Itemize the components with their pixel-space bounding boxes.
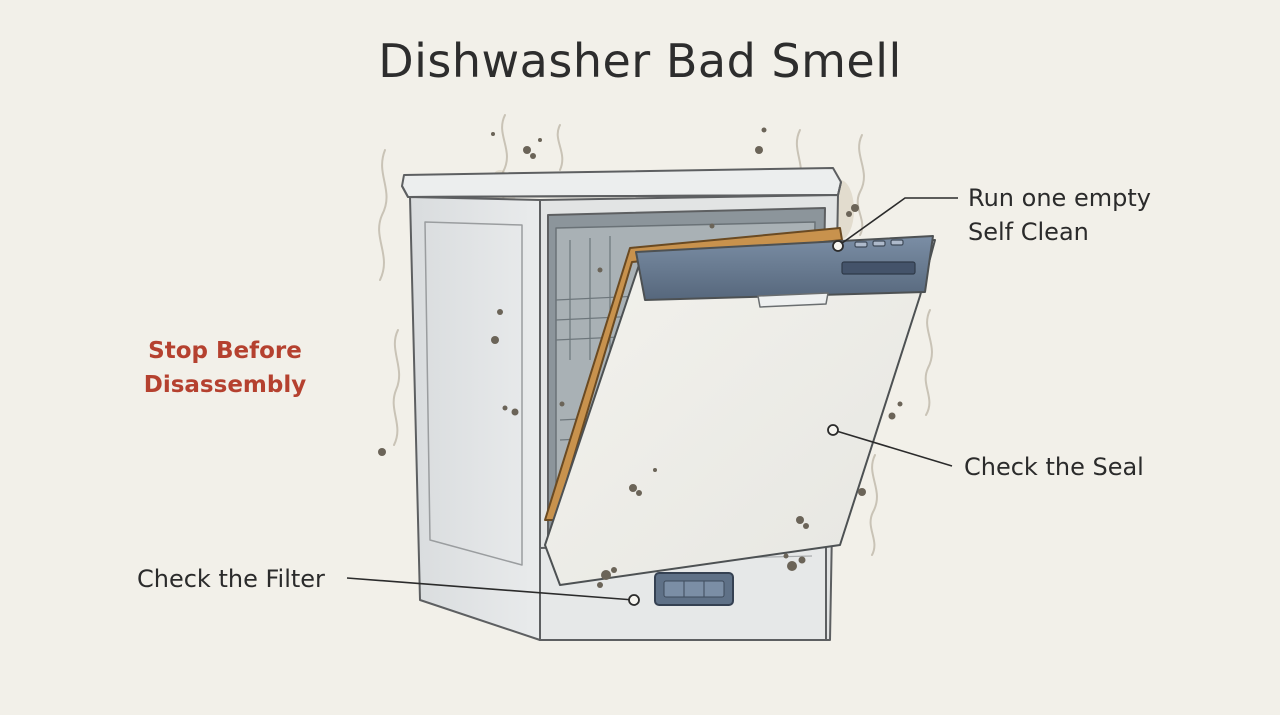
warning-label: Stop Before Disassembly <box>120 334 330 402</box>
door-gasket <box>544 227 843 521</box>
callout-seal-text: Check the Seal <box>964 453 1144 481</box>
dot-filter <box>628 594 640 606</box>
dot-self-clean <box>832 240 844 252</box>
callout-filter: Check the Filter <box>137 562 325 596</box>
callout-self-clean: Run one empty Self Clean <box>968 181 1151 249</box>
filter-badge <box>654 572 734 606</box>
leader-seal <box>832 429 953 467</box>
warning-line-1: Stop Before <box>148 338 302 364</box>
warning-line-2: Disassembly <box>143 372 307 398</box>
diagram-title: Dishwasher Bad Smell <box>378 34 902 88</box>
leader-filter <box>346 577 635 601</box>
callout-filter-text: Check the Filter <box>137 565 325 593</box>
dishwasher-door <box>544 235 936 586</box>
dot-seal <box>827 424 839 436</box>
grime-specks <box>378 127 903 588</box>
callout-self-clean-line-2: Self Clean <box>968 218 1089 246</box>
callout-dots <box>628 240 844 606</box>
callout-self-clean-line-1: Run one empty <box>968 184 1151 212</box>
callout-seal: Check the Seal <box>964 450 1144 484</box>
callout-leaders <box>346 197 958 601</box>
leader-self-clean <box>837 197 958 247</box>
